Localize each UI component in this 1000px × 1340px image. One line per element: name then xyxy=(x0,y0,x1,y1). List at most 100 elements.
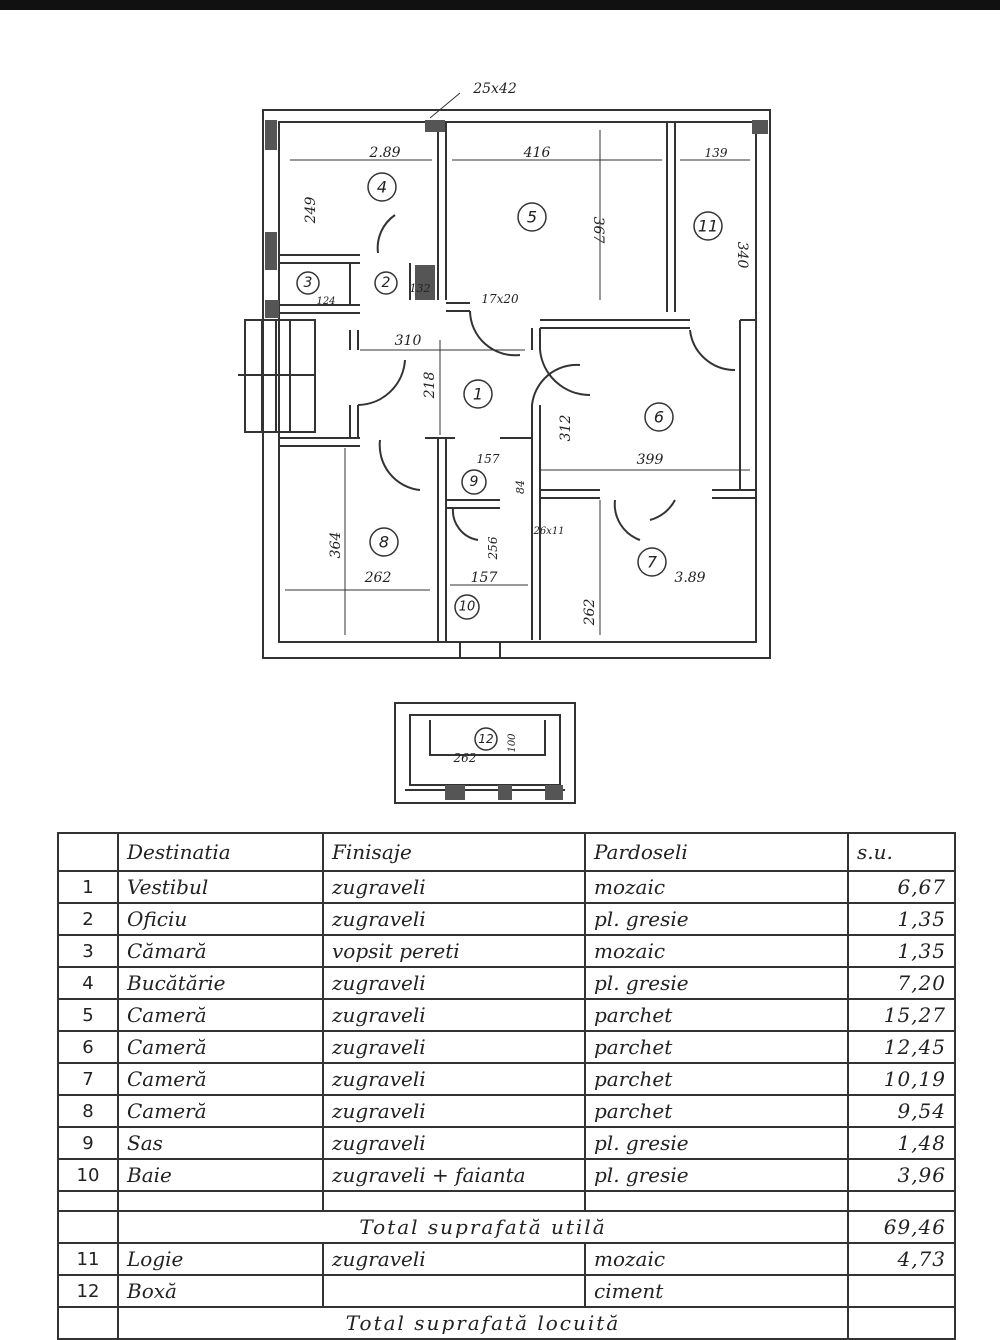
room-5-number: 5 xyxy=(527,208,537,227)
table-header-row: Destinatia Finisaje Pardoseli s.u. xyxy=(57,832,956,872)
header-su: s.u. xyxy=(847,832,956,872)
room-7-number: 7 xyxy=(647,553,658,572)
dim-room10-width: 157 xyxy=(471,570,498,586)
row-pardoseli: parchet xyxy=(584,1030,849,1064)
row-su: 15,27 xyxy=(847,998,956,1032)
row-pardoseli: parchet xyxy=(584,1062,849,1096)
row-destinatia: Boxă xyxy=(117,1274,324,1308)
dim-room6-height: 312 xyxy=(558,415,574,442)
dim-room1-width: 310 xyxy=(395,333,422,349)
row-destinatia: Cameră xyxy=(117,1062,324,1096)
room-2-circle xyxy=(374,271,398,295)
annotation-26x11: 26x11 xyxy=(532,526,564,537)
room-12-circle xyxy=(474,727,498,751)
row-pardoseli: pl. gresie xyxy=(584,1126,849,1160)
row-destinatia: Baie xyxy=(117,1158,324,1192)
dim-room8-width: 262 xyxy=(364,570,392,586)
row-number: 7 xyxy=(57,1062,119,1096)
total-loc-row: Total suprafată locuită xyxy=(57,1306,956,1340)
row-number: 5 xyxy=(57,998,119,1032)
row-number: 10 xyxy=(57,1158,119,1192)
row-pardoseli: pl. gresie xyxy=(584,966,849,1000)
dim-room9-width: 157 xyxy=(477,452,500,466)
room-9-circle xyxy=(461,469,487,495)
row-number: 6 xyxy=(57,1030,119,1064)
dim-room3-width: 124 xyxy=(316,296,335,307)
row-finisaje: zugraveli xyxy=(322,998,586,1032)
header-pardoseli: Pardoseli xyxy=(584,832,849,872)
room-9-number: 9 xyxy=(470,474,479,490)
room-3-number: 3 xyxy=(304,275,313,291)
row-su: 10,19 xyxy=(847,1062,956,1096)
row-pardoseli: mozaic xyxy=(584,870,849,904)
row-pardoseli: pl. gresie xyxy=(584,1158,849,1192)
row-su: 1,48 xyxy=(847,1126,956,1160)
row-destinatia: Vestibul xyxy=(117,870,324,904)
row-su: 4,73 xyxy=(847,1242,956,1276)
row-number: 4 xyxy=(57,966,119,1000)
row-su xyxy=(847,1274,956,1308)
row-destinatia: Sas xyxy=(117,1126,324,1160)
room-5-circle xyxy=(517,202,547,232)
dim-room7-height: 262 xyxy=(582,599,598,627)
row-finisaje: zugraveli xyxy=(322,966,586,1000)
room-4-number: 4 xyxy=(377,178,387,197)
row-pardoseli: ciment xyxy=(584,1274,849,1308)
dim-room8-height: 364 xyxy=(328,532,344,559)
dim-room9-height: 84 xyxy=(514,480,527,494)
row-number: 8 xyxy=(57,1094,119,1128)
room-7-circle xyxy=(637,547,667,577)
row-finisaje: zugraveli xyxy=(322,1242,586,1276)
total-loc-label: Total suprafată locuită xyxy=(117,1306,849,1340)
row-pardoseli: pl. gresie xyxy=(584,902,849,936)
row-destinatia: Oficiu xyxy=(117,902,324,936)
room-1-number: 1 xyxy=(473,385,483,404)
row-finisaje: vopsit pereti xyxy=(322,934,586,968)
row-su: 7,20 xyxy=(847,966,956,1000)
row-su: 3,96 xyxy=(847,1158,956,1192)
floor-plan: 4 5 11 3 2 1 6 9 8 7 10 12 25x42 2.89 41… xyxy=(238,81,771,804)
spacer-row xyxy=(57,1190,956,1212)
header-finisaje: Finisaje xyxy=(322,832,586,872)
total-util-value: 69,46 xyxy=(847,1210,956,1244)
row-finisaje: zugraveli + faianta xyxy=(322,1158,586,1192)
room-2-number: 2 xyxy=(382,275,391,291)
room-10-circle xyxy=(454,594,480,620)
row-finisaje: zugraveli xyxy=(322,1030,586,1064)
row-destinatia: Cameră xyxy=(117,998,324,1032)
row-finisaje: zugraveli xyxy=(322,1062,586,1096)
row-destinatia: Cameră xyxy=(117,1094,324,1128)
room-12-number: 12 xyxy=(478,732,493,746)
row-destinatia: Cameră xyxy=(117,1030,324,1064)
room-6-circle xyxy=(644,402,674,432)
dim-room6-width: 399 xyxy=(637,452,664,468)
dim-room11-width: 139 xyxy=(705,146,728,160)
room-11-number: 11 xyxy=(698,217,718,236)
dim-room1-height: 218 xyxy=(422,372,438,400)
row-pardoseli: mozaic xyxy=(584,1242,849,1276)
row-su: 1,35 xyxy=(847,902,956,936)
room-11-circle xyxy=(693,211,723,241)
dim-room5-height: 367 xyxy=(590,217,606,244)
dim-room12-height: 100 xyxy=(507,733,518,753)
row-su: 12,45 xyxy=(847,1030,956,1064)
room-3-circle xyxy=(296,271,320,295)
dim-room11-height: 340 xyxy=(734,242,750,269)
inner-wall-line xyxy=(278,121,757,643)
row-number: 12 xyxy=(57,1274,119,1308)
dim-room4-width: 2.89 xyxy=(368,145,400,161)
room-1-circle xyxy=(463,379,493,409)
row-number: 9 xyxy=(57,1126,119,1160)
row-pardoseli: mozaic xyxy=(584,934,849,968)
row-su: 1,35 xyxy=(847,934,956,968)
dim-room7-width: 3.89 xyxy=(674,570,705,586)
row-finisaje: zugraveli xyxy=(322,870,586,904)
row-pardoseli: parchet xyxy=(584,998,849,1032)
row-destinatia: Cămară xyxy=(117,934,324,968)
